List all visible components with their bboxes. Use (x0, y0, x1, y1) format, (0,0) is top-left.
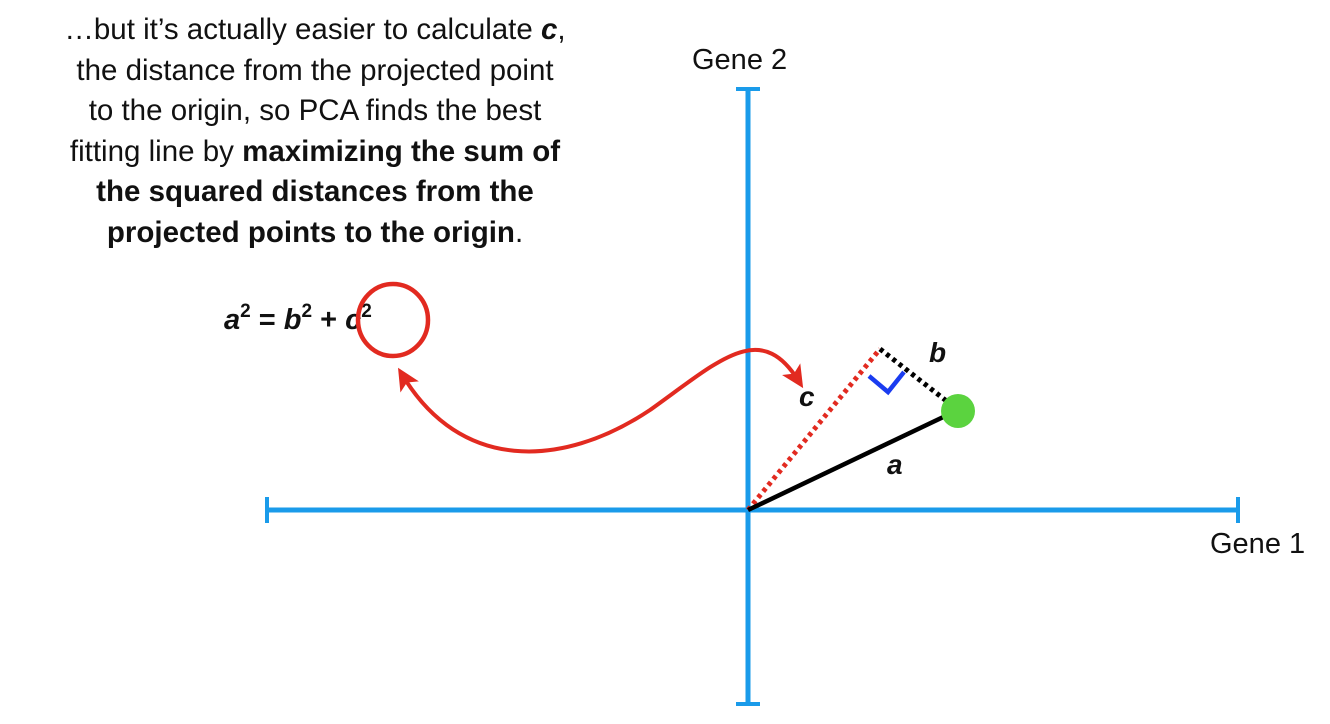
segment-c-dotted (746, 347, 882, 512)
curved-arrow (398, 348, 804, 454)
segment-a-label: a (887, 449, 903, 480)
explanation-line-3: to the origin, so PCA finds the best (88, 94, 542, 127)
segment-b-dotted (878, 347, 960, 412)
var-c-inline: c (540, 13, 558, 46)
explanation-line-5: the squared distances from the (96, 175, 534, 208)
segment-b-label: b (929, 337, 946, 368)
c-squared-highlight-circle (355, 281, 431, 359)
pythagorean-equation: a2 = b2 + c2 (224, 301, 372, 336)
data-point (941, 394, 975, 428)
explanation-line-4: fitting line by maximizing the sum of (69, 134, 561, 168)
segment-a-line (747, 407, 959, 513)
x-axis-label: Gene 1 (1210, 528, 1306, 560)
explanation-line-1: …but it’s actually easier to calculate c… (64, 13, 566, 46)
explanation-line-6: projected points to the origin. (106, 215, 524, 249)
explanation-line-2: the distance from the projected point (76, 53, 554, 87)
segment-c-label: c (799, 381, 815, 412)
y-axis-label: Gene 2 (692, 44, 788, 76)
eq-plus: + (312, 304, 346, 336)
explanation-text: …but it’s actually easier to calculate c… (0, 10, 630, 253)
eq-a: a (224, 304, 241, 336)
eq-equals: = (250, 304, 284, 336)
right-angle-marker (867, 370, 906, 396)
eq-b: b (283, 304, 302, 336)
